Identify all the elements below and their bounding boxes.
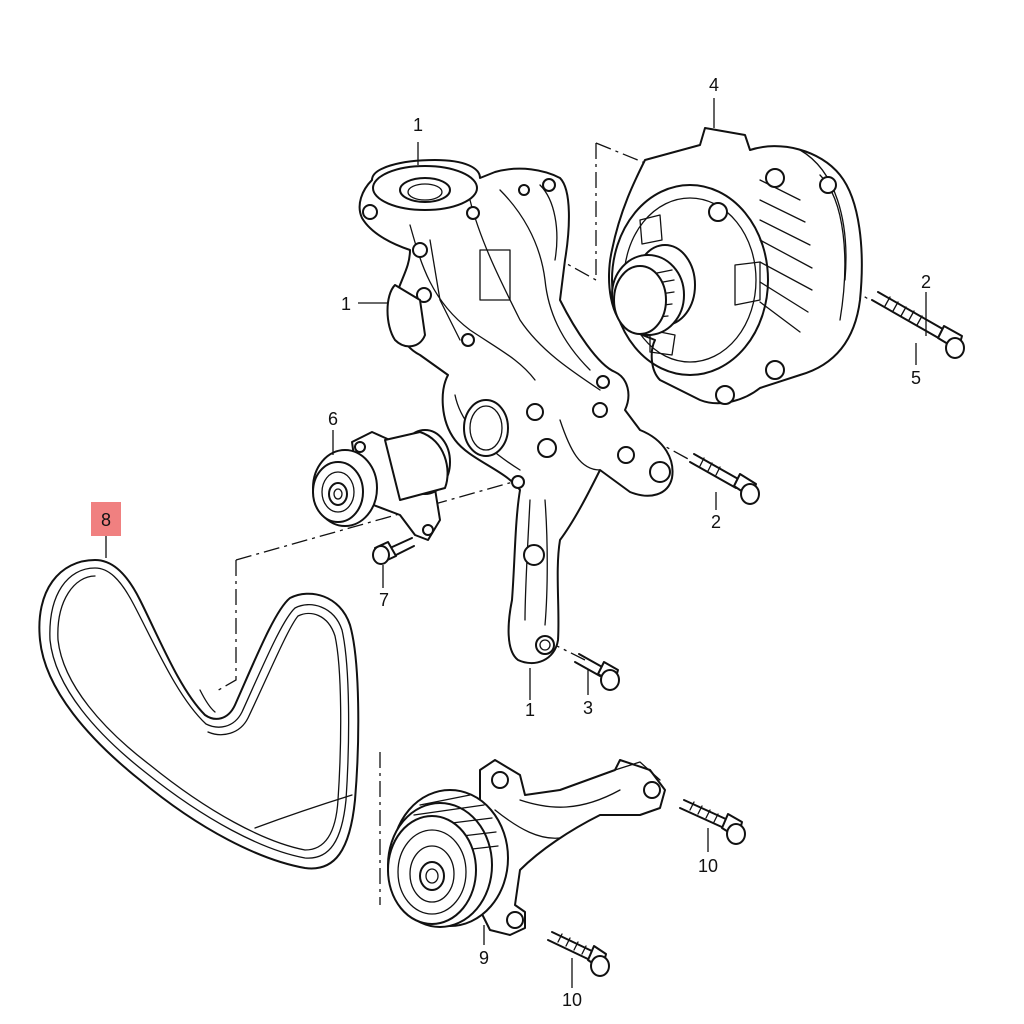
callout-idler-bolt-bottom: 10 xyxy=(562,990,582,1010)
callout-alternator-bolt-a: 2 xyxy=(921,272,931,292)
alternator xyxy=(608,127,863,405)
alternator-bolt xyxy=(871,291,965,359)
idler-pulley xyxy=(387,789,509,928)
callout-bracket-bottom: 1 xyxy=(525,700,535,720)
callout-idler-pulley: 9 xyxy=(479,948,489,968)
callout-alternator: 4 xyxy=(709,75,719,95)
callout-labels: 1 1 1 4 2 5 2 3 6 7 8 9 10 10 xyxy=(91,75,931,1010)
idler-bolt-right xyxy=(679,799,746,845)
callout-bracket-left: 1 xyxy=(341,294,351,314)
callout-bracket-bolt: 2 xyxy=(711,512,721,532)
belt-tensioner xyxy=(312,429,451,541)
callout-bracket-top: 1 xyxy=(413,115,423,135)
callout-tensioner: 6 xyxy=(328,409,338,429)
idler-pulley-bracket xyxy=(469,759,666,936)
callout-bracket-bottom-bolt: 3 xyxy=(583,698,593,718)
callout-alternator-bolt-b: 5 xyxy=(911,368,921,388)
bracket-bottom-bolt xyxy=(574,653,620,691)
idler-bolt-bottom xyxy=(547,931,610,977)
engine-bracket xyxy=(358,159,674,665)
ribbed-belt xyxy=(38,559,360,870)
belt-callout-highlight xyxy=(91,502,121,536)
tensioner-bolt xyxy=(372,537,415,565)
callout-idler-bolt-right: 10 xyxy=(698,856,718,876)
callout-belt: 8 xyxy=(101,510,111,530)
leader-lines xyxy=(105,98,927,988)
callout-tensioner-bolt: 7 xyxy=(379,590,389,610)
bracket-bolt xyxy=(689,453,760,505)
